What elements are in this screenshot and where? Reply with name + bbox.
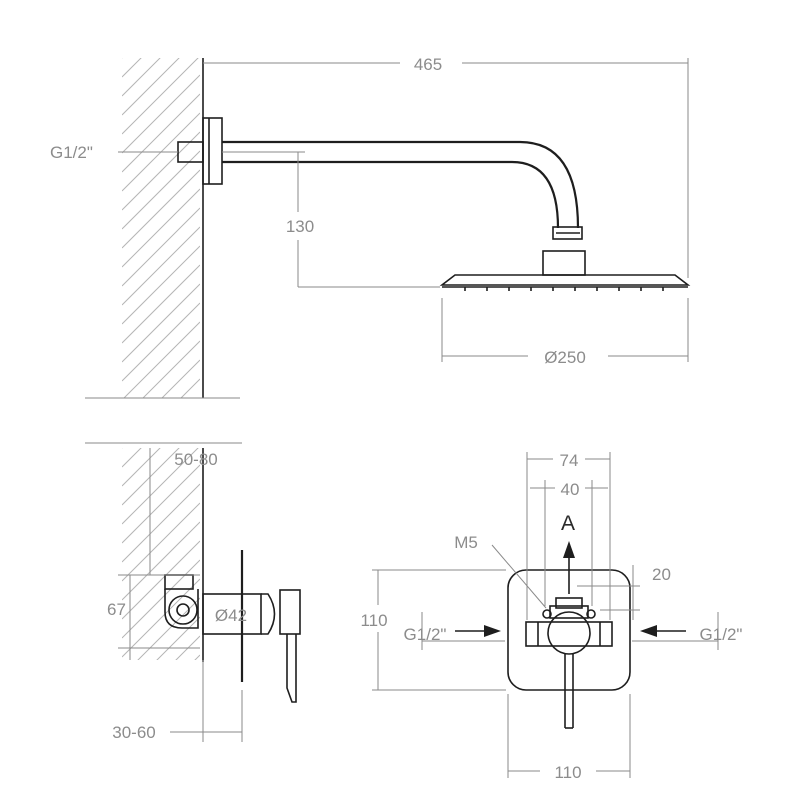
handle-diameter-label: Ø42 [215, 606, 247, 625]
wall-section-bottom [85, 442, 242, 662]
screw-label: M5 [454, 533, 478, 552]
drop-height-label: 130 [286, 217, 314, 236]
offset-label: 20 [652, 565, 671, 584]
plate-width-bottom-label: 110 [554, 763, 581, 782]
head-diameter-label: Ø250 [544, 348, 586, 367]
inlet-left-label: G1/2" [404, 625, 447, 644]
plate-width-top-label: 74 [560, 451, 579, 470]
wall-section-top [85, 58, 240, 399]
inlet-thread-label-top: G1/2" [50, 143, 93, 162]
plate-height-label: 110 [360, 611, 387, 630]
dimensions-top [118, 58, 689, 362]
dimensions-side [118, 448, 243, 742]
body-height-label: 67 [107, 600, 126, 619]
dimensions-front [372, 452, 719, 778]
mixer-side-view [164, 550, 301, 703]
inlet-right-label: G1/2" [700, 625, 743, 644]
shower-arm [177, 117, 691, 291]
outlet-arrow-label: A [561, 512, 575, 535]
mixer-front-view [455, 541, 686, 729]
rough-in-label: 30-60 [112, 723, 155, 742]
wall-depth-label: 50-80 [174, 450, 217, 469]
plate-inner-width-label: 40 [561, 480, 580, 499]
overall-length-label: 465 [414, 55, 442, 74]
